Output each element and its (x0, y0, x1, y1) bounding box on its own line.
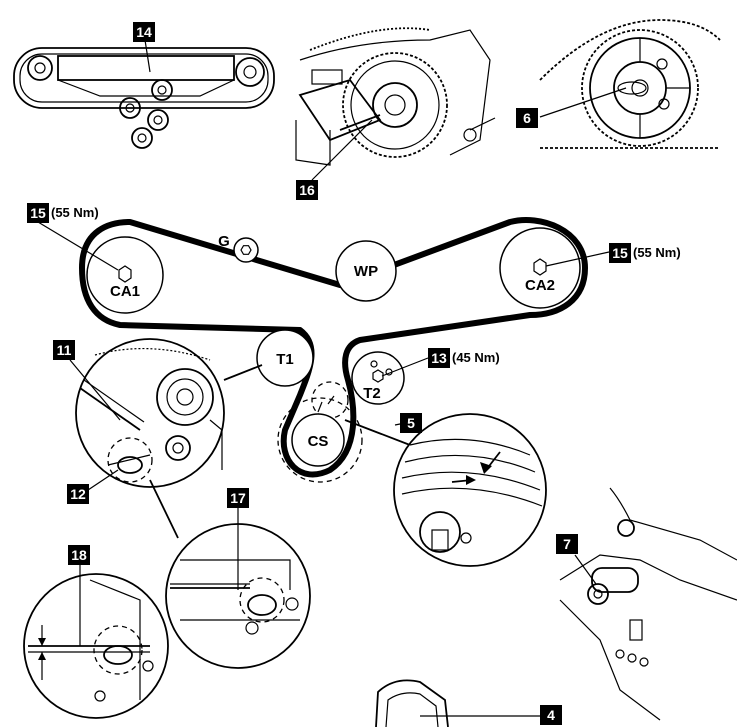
detail-17 (165, 508, 311, 669)
callout-7-text: 7 (563, 536, 571, 552)
callout-12: 12 (67, 469, 119, 504)
callout-15-right-text: 15 (612, 245, 628, 261)
pulley-ca1-label: CA1 (110, 283, 140, 300)
callout-15-left-text: 15 (30, 205, 46, 221)
pulley-wp: WP (335, 240, 397, 302)
pulley-t1-label: T1 (276, 351, 294, 368)
callout-15-left-torque: (55 Nm) (51, 205, 99, 220)
pulley-ca1: CA1 (86, 236, 164, 314)
callout-11: 11 (53, 340, 75, 360)
callout-14-text: 14 (136, 24, 152, 40)
sprocket-6-illustration (539, 19, 721, 149)
callout-12-text: 12 (70, 486, 86, 502)
callout-16-text: 16 (299, 182, 315, 198)
callout-15-left: 15 (55 Nm) (27, 203, 119, 271)
pulley-ca2-label: CA2 (525, 277, 555, 294)
pulley-t2: T2 (351, 351, 405, 405)
callout-6-text: 6 (523, 110, 531, 126)
callout-7: 7 (556, 534, 578, 554)
callout-13: 13 (45 Nm) (381, 348, 500, 377)
callout-15-right-torque: (55 Nm) (633, 245, 681, 260)
callout-18: 18 (68, 545, 90, 565)
pulley-t2-label: T2 (363, 385, 381, 402)
part-4 (375, 679, 540, 727)
callout-6: 6 (516, 108, 538, 128)
callout-4-text: 4 (547, 707, 555, 723)
pulley-ca2: CA2 (499, 227, 581, 309)
tool-16-illustration (295, 27, 496, 181)
detail-11-12 (69, 338, 263, 539)
callout-5-text: 5 (407, 415, 415, 431)
callout-13-torque: (45 Nm) (452, 350, 500, 365)
callout-13-text: 13 (431, 350, 447, 366)
pulley-cs-label: CS (308, 433, 329, 450)
callout-16: 16 (296, 180, 318, 200)
callout-15-right: 15 (55 Nm) (545, 243, 681, 267)
callout-5: 5 (400, 413, 422, 433)
pulley-g-label: G (218, 233, 230, 250)
callout-18-text: 18 (71, 547, 87, 563)
pulley-wp-label: WP (354, 263, 378, 280)
pulley-t1: T1 (256, 329, 314, 387)
callout-17-text: 17 (230, 490, 246, 506)
detail-5 (344, 413, 547, 567)
callout-17: 17 (227, 488, 249, 508)
tool-14-illustration (13, 39, 275, 149)
callout-11-text: 11 (57, 342, 72, 358)
detail-7 (559, 487, 737, 721)
callout-4: 4 (540, 705, 562, 725)
callout-14: 14 (133, 22, 155, 42)
pulley-cs: CS (277, 381, 363, 483)
pulley-g: G (218, 233, 259, 263)
detail-18 (23, 565, 169, 719)
